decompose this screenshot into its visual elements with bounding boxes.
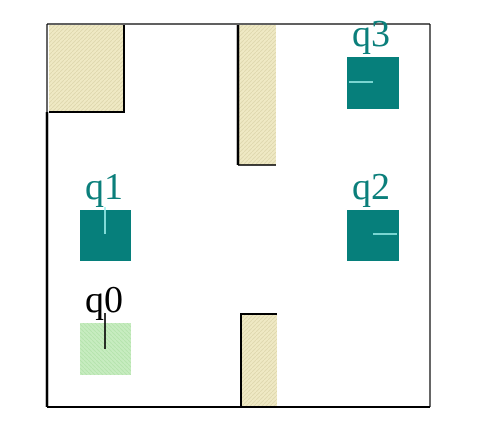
wall-top-left-block	[49, 25, 125, 113]
state-q2: q2	[347, 166, 399, 261]
wall-bottom-center-pillar	[240, 313, 277, 406]
state-q1: q1	[80, 166, 131, 261]
wall-top-center-pillar	[236, 25, 276, 166]
arena-border	[45, 23, 431, 408]
state-label-q3: q3	[352, 13, 390, 55]
state-label-q1: q1	[85, 166, 123, 208]
state-label-q0: q0	[85, 279, 123, 321]
state-q0-active: q0	[80, 279, 131, 375]
state-q3: q3	[347, 13, 399, 109]
state-label-q2: q2	[352, 166, 390, 208]
